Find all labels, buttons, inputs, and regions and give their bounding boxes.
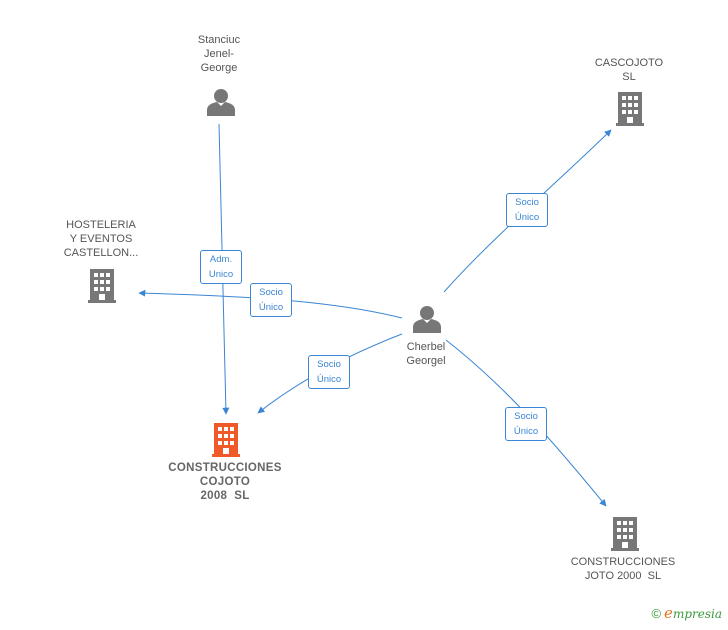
edge-label-line: Socio [259,287,283,298]
node-label-hosteleria[interactable]: HOSTELERIA Y EVENTOS CASTELLON... [31,218,171,260]
edge-label-line: Socio [514,411,538,422]
edge-label-line: Socio [317,359,341,370]
node-label-line: CASTELLON... [63,247,139,259]
node-label-line: HOSTELERIA [66,219,136,231]
edge-label-line: Socio [515,197,539,208]
person-icon[interactable] [207,89,235,116]
node-label-line: Georgel [406,355,446,367]
edge-label-line: Único [514,212,540,223]
node-label-line: CONSTRUCCIONES [570,556,676,568]
node-label-line: Cherbel [406,341,446,353]
node-label-line: Jenel- [204,48,234,60]
node-label-line: Y EVENTOS [69,233,133,245]
node-label-line: CONSTRUCCIONES [168,462,282,474]
brand-initial: e [664,604,673,622]
node-label-line: George [200,62,238,74]
edge-label-socio-unico[interactable]: Socio Único [250,283,292,317]
node-label-line: JOTO 2000 SL [584,570,662,582]
brand-name: mpresia [672,607,722,621]
node-label-line: Stanciuc [197,34,241,46]
edge-label-socio-unico[interactable]: Socio Único [308,355,350,389]
edge-label-line: Único [513,426,539,437]
building-icon[interactable] [88,269,116,303]
node-label-cherbel[interactable]: Cherbel Georgel [356,340,496,368]
copyright-symbol: © [651,606,662,621]
edge-label-line: Único [316,374,342,385]
node-label-line: CASCOJOTO [594,57,664,69]
building-icon[interactable] [616,92,644,126]
edge-label-line: Único [258,302,284,313]
node-label-line: COJOTO [199,476,251,488]
node-label-construcciones-cojoto[interactable]: CONSTRUCCIONES COJOTO 2008 SL [155,461,295,503]
building-icon[interactable] [212,423,240,457]
empresia-logo[interactable]: ©empresia [651,604,722,622]
node-label-cascojoto[interactable]: CASCOJOTO SL [559,56,699,84]
edge-label-adm-unico[interactable]: Adm. Unico [200,250,242,284]
node-label-construcciones-joto[interactable]: CONSTRUCCIONES JOTO 2000 SL [553,555,693,583]
building-icon[interactable] [611,517,639,551]
person-icon[interactable] [413,306,441,333]
node-label-line: 2008 SL [200,490,250,502]
edge-label-socio-unico[interactable]: Socio Único [506,193,548,227]
node-label-stanciuc[interactable]: Stanciuc Jenel- George [149,33,289,75]
edge-label-line: Adm. [209,254,233,265]
edge-label-socio-unico[interactable]: Socio Único [505,407,547,441]
edge-label-line: Unico [208,269,234,280]
node-label-line: SL [622,71,636,83]
